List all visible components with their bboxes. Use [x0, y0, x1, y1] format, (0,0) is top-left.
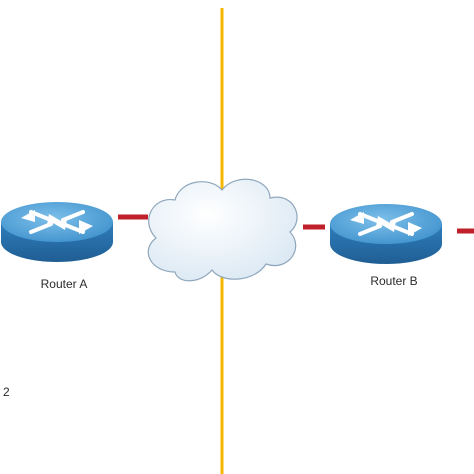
- cloud-icon: [147, 178, 298, 282]
- router-b-label: Router B: [370, 274, 417, 288]
- router-a-icon: [0, 200, 115, 264]
- edge-text: 2: [3, 385, 10, 399]
- router-b-icon: [328, 202, 444, 266]
- router-a-label: Router A: [41, 277, 88, 291]
